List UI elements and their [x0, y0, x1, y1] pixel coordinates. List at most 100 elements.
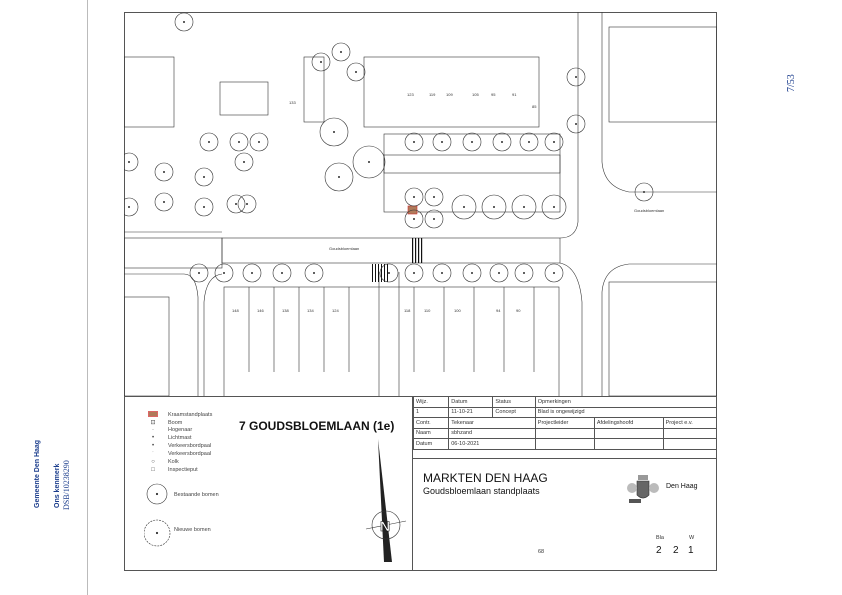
den-haag-coat-of-arms-icon: [627, 475, 659, 503]
legend-item: ˑ Verkeersbordpaal: [148, 451, 211, 457]
tree-icon: [462, 132, 482, 152]
organisation-name: Gemeente Den Haag: [34, 439, 41, 508]
legend-symbol-icon: [148, 411, 158, 419]
reference-label: Ons kenmerk: [54, 463, 61, 508]
legend-symbol-icon: ·: [152, 427, 154, 433]
svg-text:134: 134: [307, 308, 314, 313]
legend-label: Hogenaar: [168, 427, 193, 433]
tree-icon: [194, 197, 214, 217]
tree-icon: [346, 62, 366, 82]
sheet-label: Bla: [656, 535, 664, 541]
tree-icon: [511, 194, 537, 220]
buildings: [124, 26, 717, 396]
tree-icon: [319, 117, 349, 147]
svg-text:91: 91: [512, 92, 517, 97]
project-title: MARKTEN DEN HAAG: [423, 471, 548, 485]
tree-icon: [566, 114, 586, 134]
reference-value: DSB/10238290: [62, 460, 71, 510]
location-title: 7 GOUDSBLOEMLAAN (1e): [239, 419, 395, 433]
tree-legend-icons: [144, 483, 171, 547]
tree-icon: [174, 12, 194, 32]
svg-text:90: 90: [516, 308, 521, 313]
margin-rule: [87, 0, 88, 595]
legend-panel: 7 GOUDSBLOEMLAAN (1e) Kraamstandplaats ⊡ B…: [124, 396, 413, 571]
tree-icon: [194, 167, 214, 187]
legend-new-trees: Nieuwe bomen: [174, 527, 211, 533]
svg-text:94: 94: [496, 308, 501, 313]
title-block: MARKTEN DEN HAAG Goudsbloemlaan standpla…: [413, 458, 717, 571]
legend-symbol-icon: ˑ: [152, 451, 154, 457]
drawing-frame: [124, 12, 717, 571]
tree-icon: [189, 263, 209, 283]
tree-icon: [481, 194, 507, 220]
tree-icon: [214, 263, 234, 283]
site-map: Goudsbloemlaan Goudsbloemlaan 123 119 10…: [124, 12, 717, 396]
svg-text:146: 146: [257, 308, 264, 313]
tree-icon: [514, 263, 534, 283]
tree-icon: [249, 132, 269, 152]
tree-icon: [154, 192, 174, 212]
tree-icon: [404, 132, 424, 152]
tree-icon: [566, 67, 586, 87]
tree-icon: [199, 132, 219, 152]
svg-text:85: 85: [532, 104, 537, 109]
tree-icon: [424, 209, 444, 229]
svg-text:123: 123: [407, 92, 414, 97]
svg-text:119: 119: [429, 92, 436, 97]
legend-symbol-icon: □: [151, 467, 155, 473]
city-name: Den Haag: [666, 483, 698, 490]
sheet-number: 2: [656, 545, 662, 556]
svg-text:110: 110: [424, 308, 431, 313]
legend-label: Verkeersbordpaal: [168, 451, 212, 457]
legend-symbol-icon: ⊡: [150, 420, 156, 426]
tree-icon: [379, 263, 399, 283]
svg-text:148: 148: [232, 308, 239, 313]
tree-icon: [234, 152, 254, 172]
tree-icon: [229, 132, 249, 152]
legend-item: • Verkeersbordpaal: [148, 443, 211, 449]
page-number: 7/53: [786, 74, 797, 92]
legend-label: Verkeersbordpaal: [168, 443, 212, 449]
tree-icon: [489, 263, 509, 283]
legend-label: Kolk: [168, 459, 179, 465]
tree-icon: [432, 263, 452, 283]
legend-label: Kraamstandplaats: [168, 412, 213, 418]
tree-icon: [462, 263, 482, 283]
tree-icon: [331, 42, 351, 62]
legend-label: Lichtmast: [168, 435, 192, 441]
svg-text:118: 118: [404, 308, 411, 313]
svg-text:100: 100: [454, 308, 461, 313]
tree-icon: [272, 263, 292, 283]
svg-text:N: N: [380, 518, 390, 534]
legend-symbol-icon: ○: [151, 459, 155, 465]
tree-icon: [519, 132, 539, 152]
tree-icon: [424, 187, 444, 207]
project-subtitle: Goudsbloemlaan standplaats: [423, 486, 540, 496]
legend-symbol-icon: •: [151, 443, 155, 449]
revision-label: W: [689, 535, 695, 541]
north-arrow-icon: N: [365, 439, 407, 562]
legend-existing-trees: Bestaande bomen: [174, 492, 219, 498]
svg-text:124: 124: [332, 308, 339, 313]
revision-number: 1: [688, 545, 694, 556]
legend-label: Boom: [168, 419, 183, 426]
legend-item: ⊡ Boom: [148, 419, 183, 427]
legend-item: · Hogenaar: [148, 427, 192, 433]
tree-icon: [432, 132, 452, 152]
tree-icon: [124, 197, 139, 217]
main-road: [124, 12, 717, 396]
tree-icon: [154, 162, 174, 182]
tree-icon: [404, 209, 424, 229]
tree-icon: [124, 152, 139, 172]
tree-icon: [634, 182, 654, 202]
legend-item: Kraamstandplaats: [148, 411, 212, 419]
street-label-main: Goudsbloemlaan: [329, 246, 359, 251]
legend-label: Inspectieput: [168, 467, 198, 473]
legend-item: ○ Kolk: [148, 459, 179, 465]
tree-icon: [492, 132, 512, 152]
svg-text:133: 133: [289, 100, 296, 105]
trees: [124, 12, 654, 283]
legend-symbol-icon: •: [151, 435, 155, 441]
svg-text:95: 95: [491, 92, 496, 97]
